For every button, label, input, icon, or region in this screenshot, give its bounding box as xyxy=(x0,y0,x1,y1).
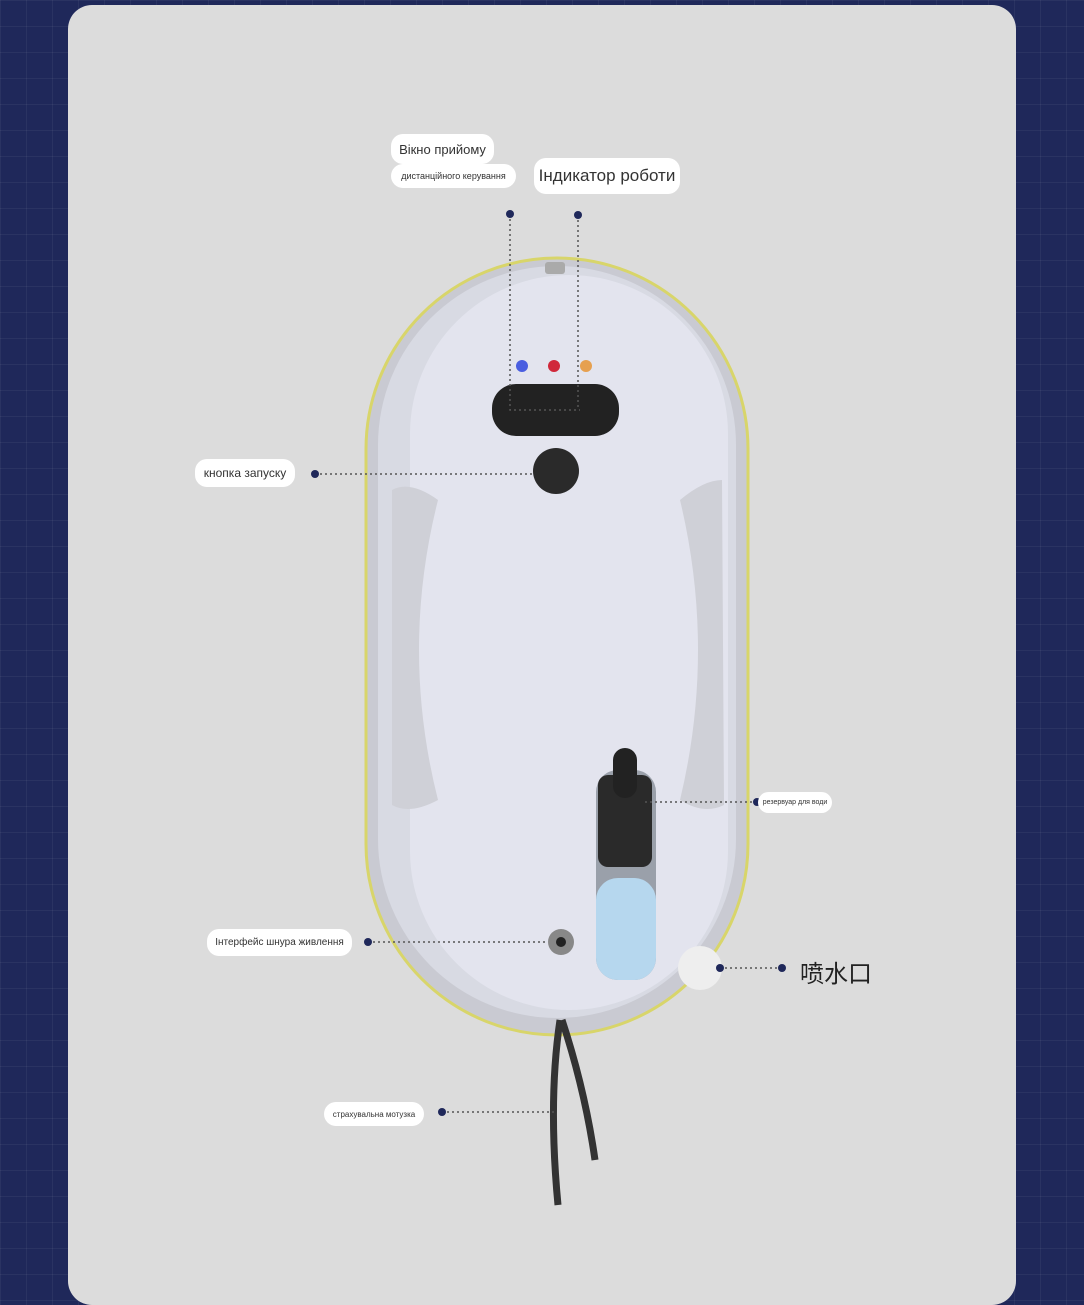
right-grip xyxy=(680,480,724,809)
label-spray-nozzle: 喷水口 xyxy=(800,960,872,988)
water-level-icon xyxy=(596,878,656,980)
leader-lines xyxy=(315,214,782,1113)
label-remote-window: Вікно прийому xyxy=(391,134,494,164)
label-power-port: Інтерфейс шнура живлення xyxy=(207,929,352,956)
led-red-icon xyxy=(548,360,560,372)
label-start-button: кнопка запуску xyxy=(195,459,295,487)
label-remote-window-sub: дистанційного керування xyxy=(391,164,516,188)
top-sensor-icon xyxy=(545,262,565,274)
label-water-tank: резервуар для води xyxy=(758,792,832,813)
led-blue-icon xyxy=(516,360,528,372)
led-orange-icon xyxy=(580,360,592,372)
tank-cap xyxy=(598,775,652,867)
safety-rope-icon xyxy=(549,1018,599,1206)
tank-handle xyxy=(613,748,637,798)
label-safety-rope: страхувальна мотузка xyxy=(324,1102,424,1126)
spray-nozzle-icon xyxy=(678,946,722,990)
label-work-indicator: Індикатор роботи xyxy=(534,158,680,194)
start-button-icon xyxy=(533,448,579,494)
left-grip xyxy=(392,486,438,809)
leader-dots xyxy=(311,210,786,1116)
